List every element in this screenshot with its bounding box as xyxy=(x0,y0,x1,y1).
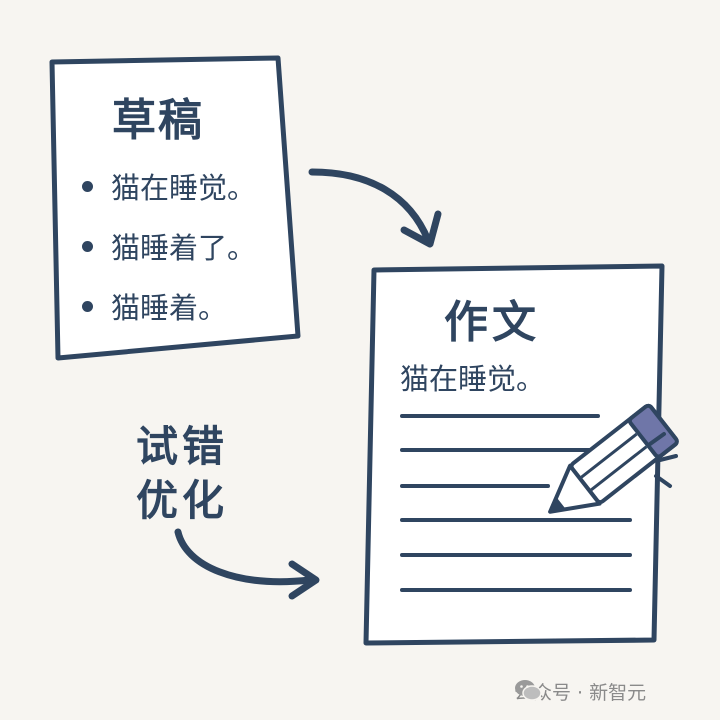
watermark-text: 公众号 · 新智元 xyxy=(514,682,647,704)
pencil-icon xyxy=(548,403,679,514)
bullet-icon xyxy=(82,180,93,192)
draft-item: 猫睡着。 xyxy=(82,276,256,336)
draft-paper xyxy=(49,55,301,361)
draft-item: 猫睡着了。 xyxy=(82,216,256,276)
essay-writing-lines xyxy=(400,414,632,592)
essay-title: 作文 xyxy=(444,297,540,348)
essay-sentence: 猫在睡觉。 xyxy=(400,362,546,396)
draft-list: 猫在睡觉。 猫睡着了。 猫睡着。 xyxy=(82,156,256,336)
wechat-icon xyxy=(515,680,542,701)
spark-lines xyxy=(648,432,678,488)
draft-item-text: 猫在睡觉。 xyxy=(111,171,257,205)
bullet-icon xyxy=(82,240,93,252)
bullet-icon xyxy=(82,300,93,312)
essay-paper xyxy=(363,263,665,646)
draft-item-text: 猫睡着了。 xyxy=(111,231,257,265)
arrow-draft-to-essay xyxy=(308,168,442,248)
arrow-label-to-essay xyxy=(174,528,320,600)
draft-title: 草稿 xyxy=(112,95,204,146)
draft-item: 猫在睡觉。 xyxy=(82,156,256,216)
process-label-line1: 试错 xyxy=(136,422,229,471)
draft-item-text: 猫睡着。 xyxy=(111,291,228,325)
process-label-line2: 优化 xyxy=(136,476,229,525)
watermark: 公众号 · 新智元 xyxy=(514,678,646,705)
